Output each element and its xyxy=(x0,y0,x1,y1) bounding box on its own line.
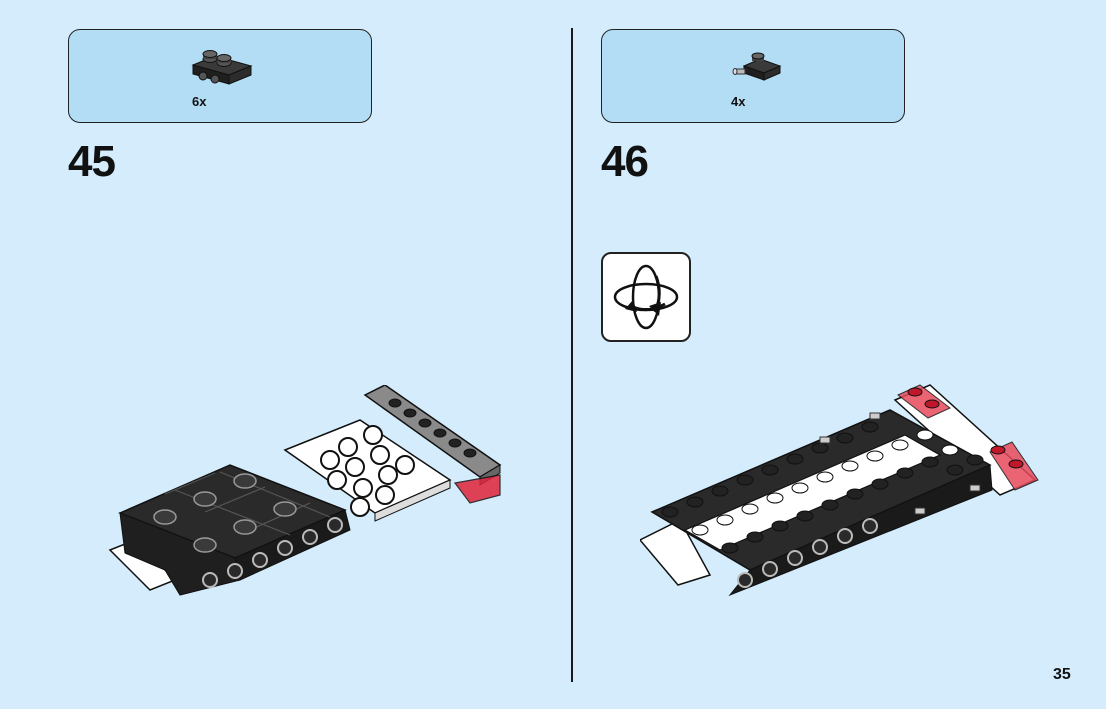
parts-quantity-label: 4x xyxy=(731,94,746,109)
model-illustration-step-46 xyxy=(640,384,1039,597)
parts-callout-step-45: 6x xyxy=(68,29,372,123)
part-plate-pin-icon xyxy=(732,52,782,81)
page-divider xyxy=(571,28,573,682)
step-number: 46 xyxy=(601,137,649,186)
step-number: 45 xyxy=(68,137,116,186)
parts-callout-step-46: 4x xyxy=(601,29,905,123)
page-number: 35 xyxy=(1053,666,1071,683)
rotate-model-icon xyxy=(601,252,691,342)
part-plate-icon xyxy=(191,50,253,85)
model-illustration-step-45 xyxy=(108,385,502,596)
parts-quantity-label: 6x xyxy=(192,94,207,109)
